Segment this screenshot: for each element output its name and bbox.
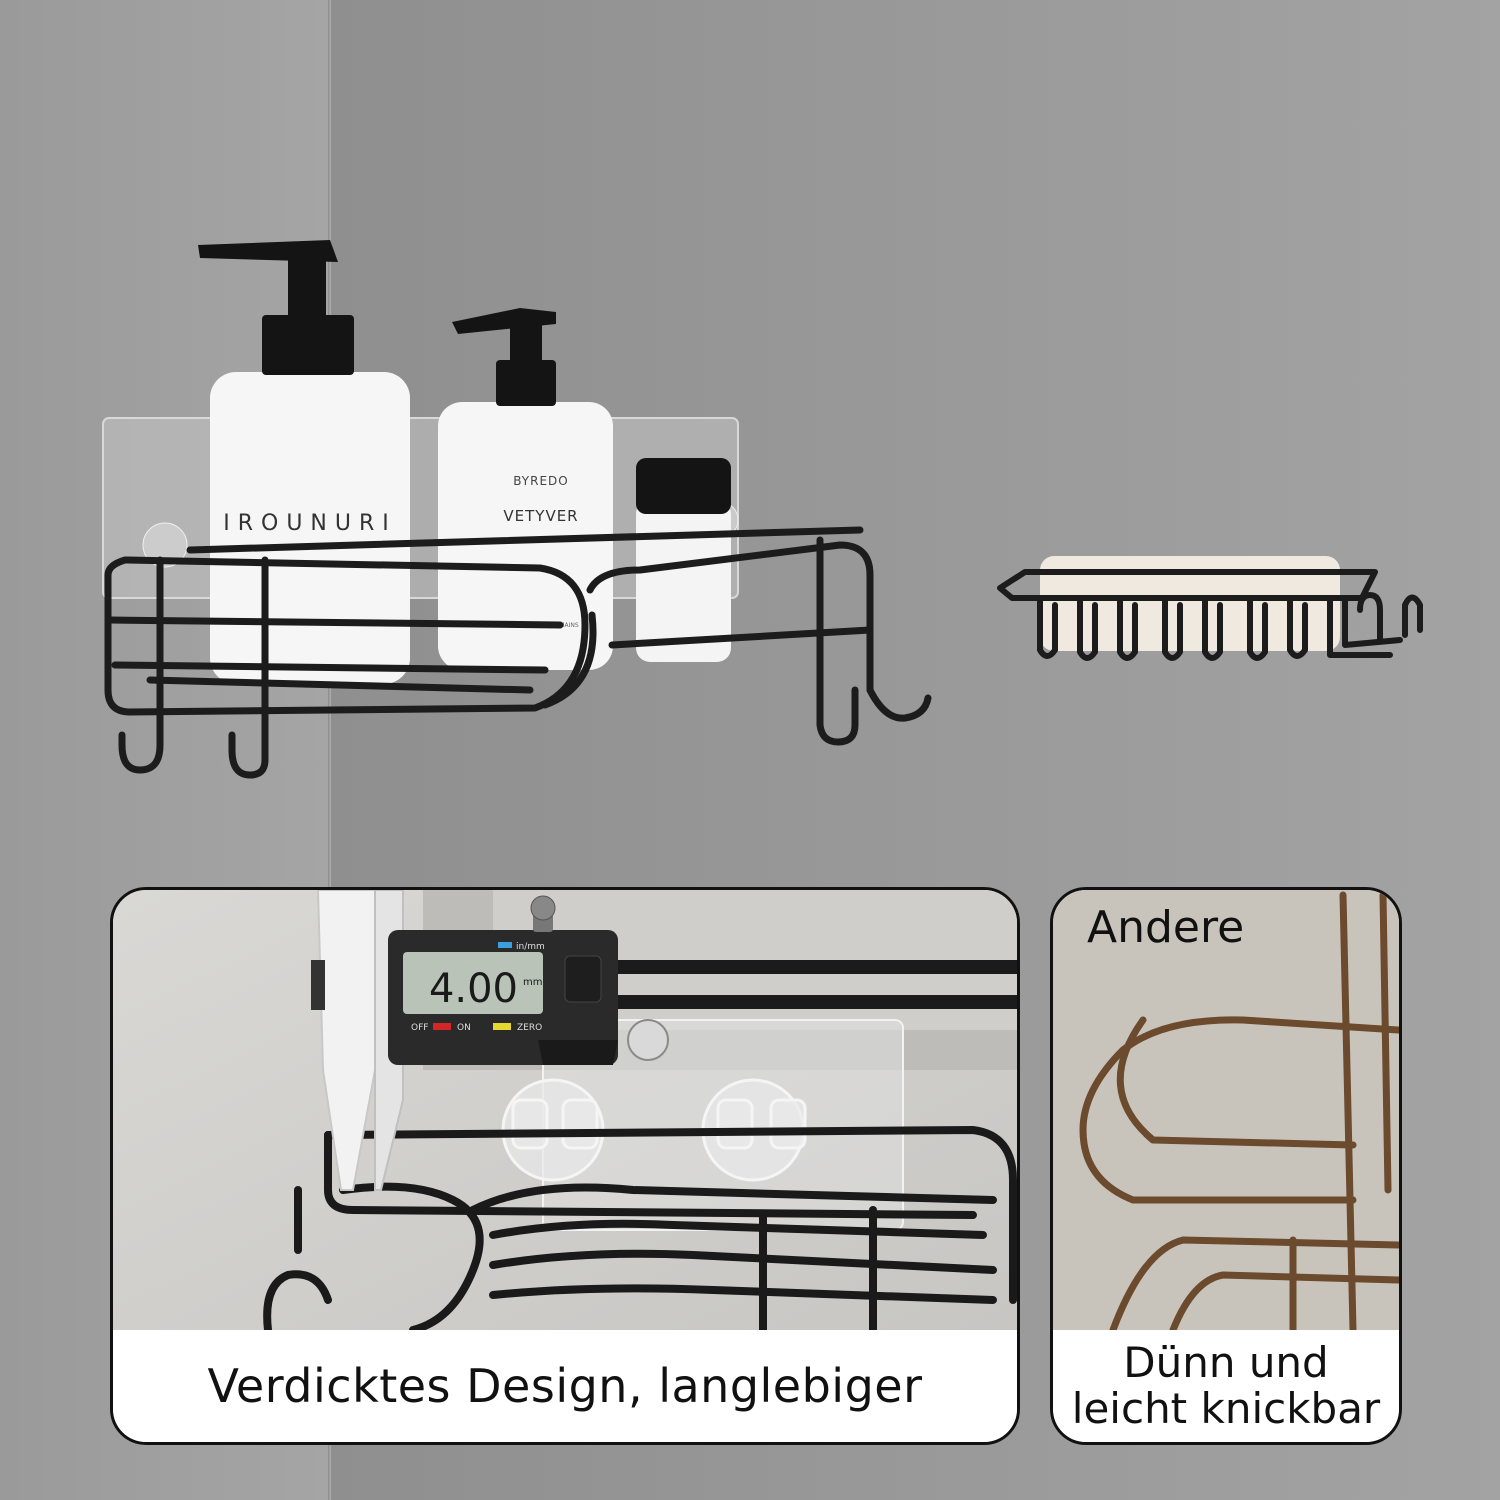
caption-ours: Verdicktes Design, langlebiger bbox=[207, 1359, 923, 1413]
bottle-medium-name: VETYVER bbox=[503, 507, 578, 525]
others-title: Andere bbox=[1087, 902, 1245, 953]
rusty-shelf-photo bbox=[1053, 890, 1399, 1330]
comparison-panel-others: Andere Dünn und leicht knickbar bbox=[1050, 887, 1402, 1445]
caliper-reading: 4.00 bbox=[429, 966, 518, 1012]
caliper-on-label: ON bbox=[457, 1023, 471, 1033]
bottle-large-label: IROUNURI bbox=[223, 511, 397, 536]
caption-box-ours: Verdicktes Design, langlebiger bbox=[113, 1330, 1017, 1442]
bottle-medium-brand: BYREDO bbox=[513, 474, 569, 488]
wall-corner bbox=[328, 0, 331, 1500]
soap-dish bbox=[997, 556, 1423, 661]
comparison-panel-ours: in/mm 4.00 mm OFF ON ZERO Verdicktes Des… bbox=[110, 887, 1020, 1445]
bottle-medium: BYREDO VETYVER LOTION POUR LES MAINS bbox=[438, 308, 613, 670]
caliper-reading-unit: mm bbox=[523, 977, 542, 988]
small-tube bbox=[636, 458, 731, 662]
caliper-unit-label: in/mm bbox=[516, 942, 545, 952]
suction-cup-left bbox=[142, 522, 188, 568]
shelf-basket-closeup bbox=[263, 1126, 1017, 1330]
caliper-zero-label: ZERO bbox=[517, 1023, 542, 1033]
caliper-measurement-photo: in/mm 4.00 mm OFF ON ZERO bbox=[113, 890, 1017, 1330]
product-scene: IROUNURI BYREDO VETYVER LOTION POUR LES … bbox=[102, 240, 1423, 779]
rusty-wire-shelf bbox=[1079, 891, 1399, 1330]
corner-shelf bbox=[104, 526, 932, 779]
caliper-off-label: OFF bbox=[411, 1023, 428, 1033]
bottle-large: IROUNURI bbox=[198, 240, 410, 684]
caption-box-others: Dünn und leicht knickbar bbox=[1053, 1330, 1399, 1442]
caption-others-line2: leicht knickbar bbox=[1071, 1384, 1381, 1433]
digital-caliper-body: in/mm 4.00 mm OFF ON ZERO bbox=[388, 895, 669, 1065]
caption-others-line1: Dünn und bbox=[1123, 1338, 1329, 1387]
